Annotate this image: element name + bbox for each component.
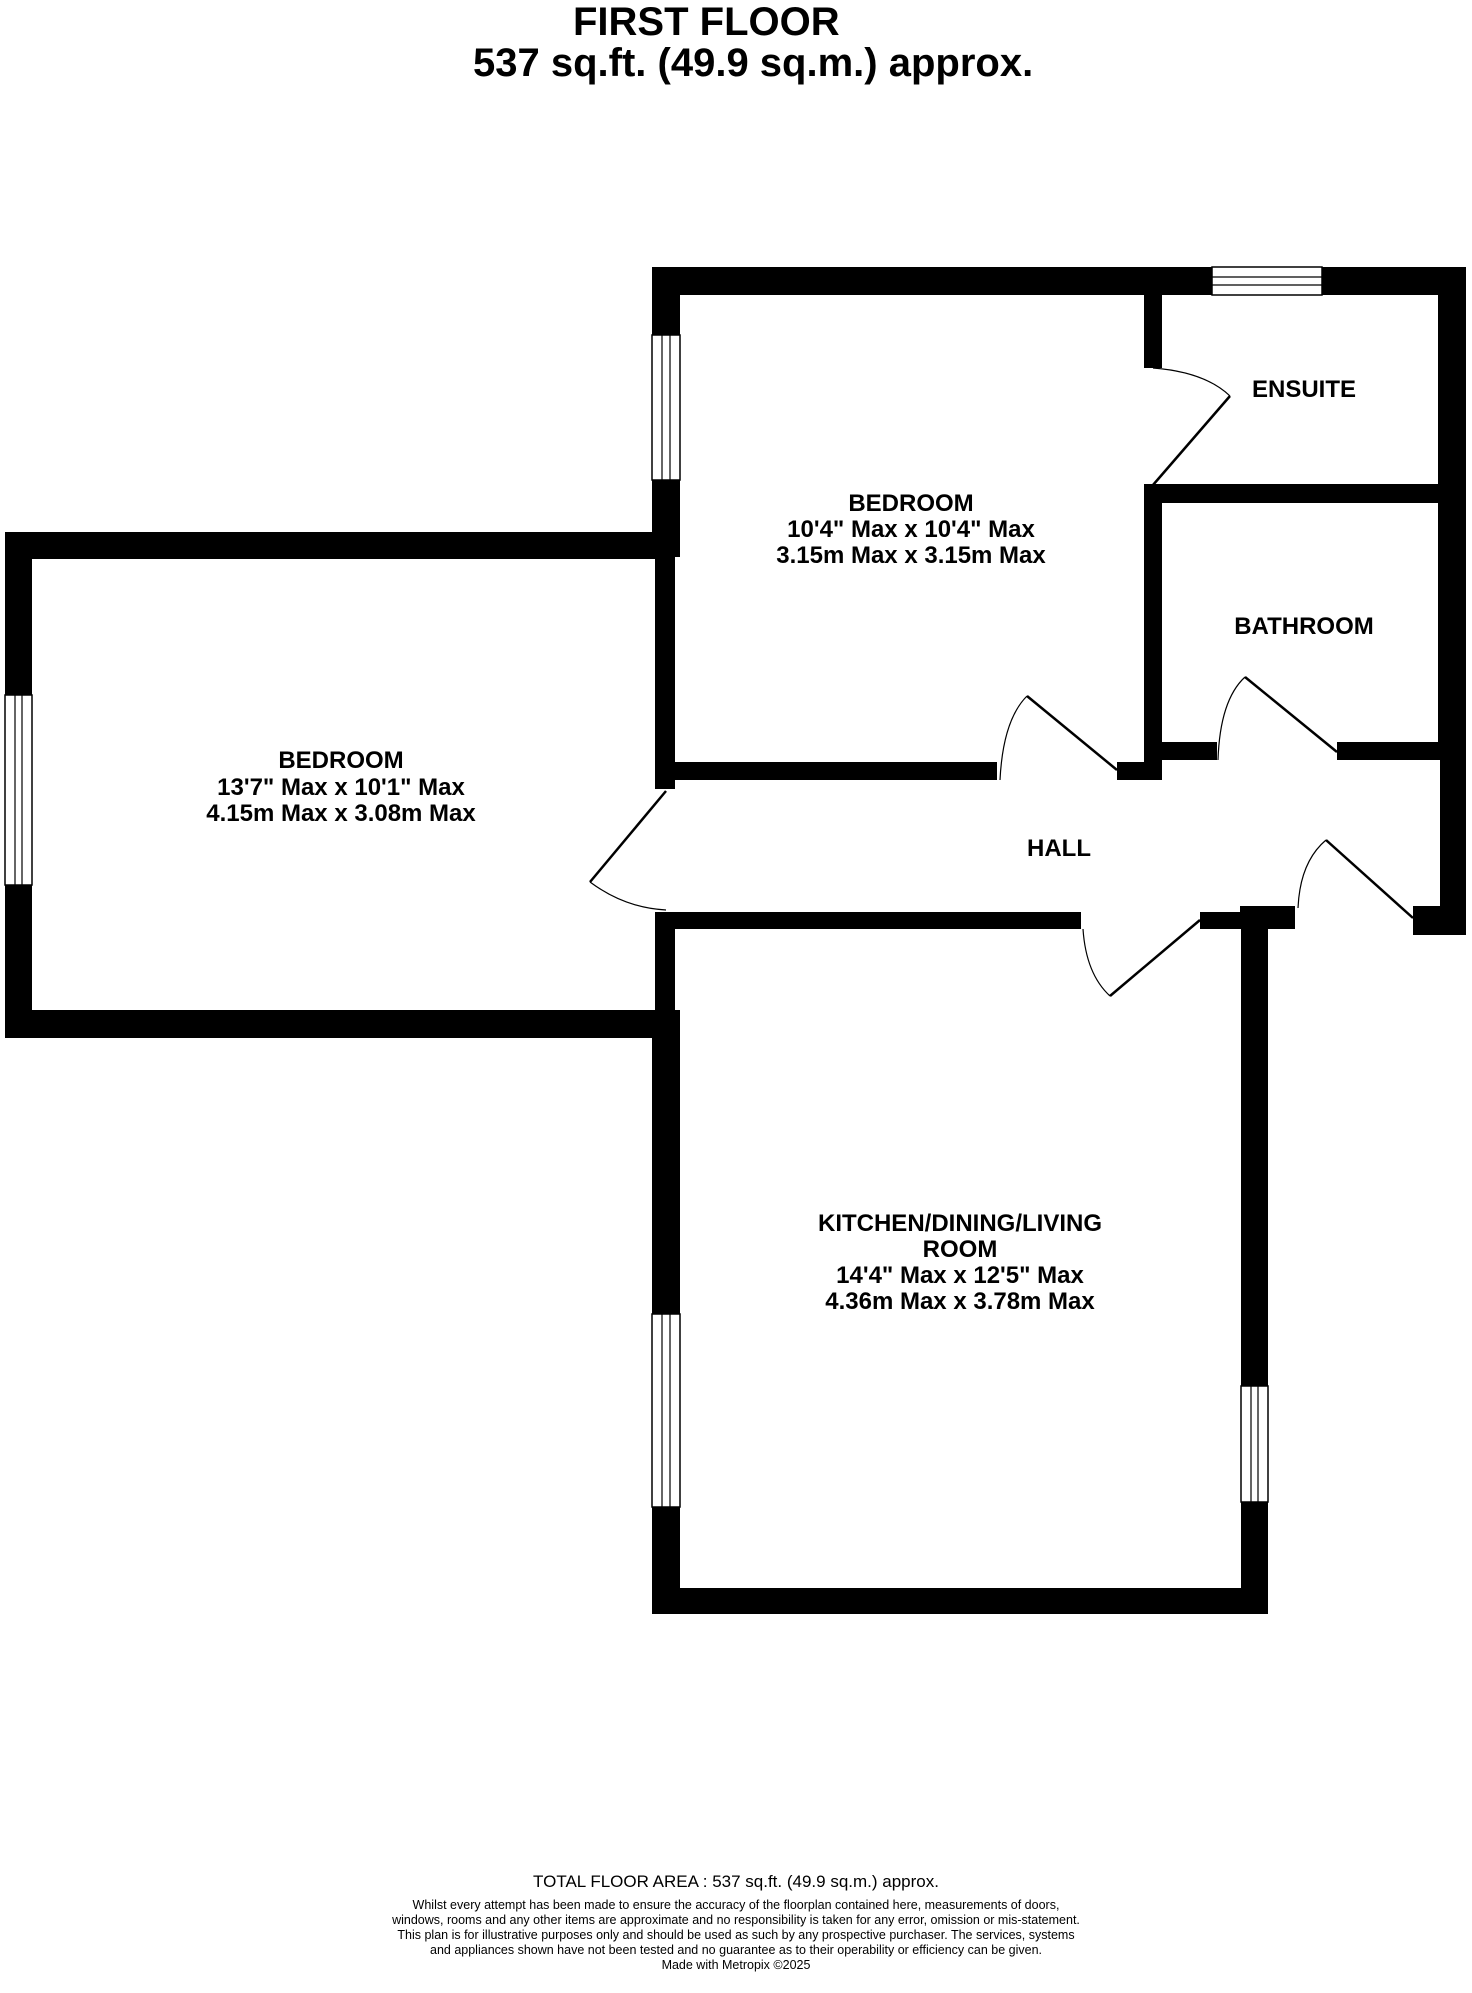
- wall-hall-corner: [1413, 906, 1466, 935]
- room-imperial: 14'4" Max x 12'5" Max: [836, 1262, 1084, 1289]
- label-bedroom-upper: BEDROOM 10'4" Max x 10'4" Max 3.15m Max …: [776, 490, 1046, 569]
- footer: TOTAL FLOOR AREA : 537 sq.ft. (49.9 sq.m…: [0, 1872, 1472, 1973]
- floor-title: FIRST FLOOR: [573, 0, 840, 44]
- wall-bedroom-bottom-right: [1117, 762, 1162, 780]
- footer-disclaimer: Whilst every attempt has been made to en…: [392, 1898, 1080, 1957]
- room-metric: 4.36m Max x 3.78m Max: [825, 1288, 1095, 1315]
- label-ensuite: ENSUITE: [1252, 376, 1356, 403]
- wall-bedroom-bottom: [675, 762, 997, 780]
- window-bedroom-left: [4, 694, 33, 886]
- label-kitchen: KITCHEN/DINING/LIVING ROOM 14'4" Max x 1…: [818, 1210, 1102, 1315]
- wall-left-bedroom-top: [652, 267, 680, 335]
- room-name: BEDROOM: [848, 490, 973, 517]
- room-name-line2: ROOM: [923, 1236, 998, 1263]
- wall-ensuite-left-top: [1144, 295, 1162, 368]
- wall-right-bedroom-left-lower: [655, 912, 675, 1010]
- wall-top-bedroom: [652, 267, 1209, 295]
- label-hall: HALL: [1027, 835, 1091, 862]
- floor-area: 537 sq.ft. (49.9 sq.m.) approx.: [473, 41, 1034, 85]
- wall-kitchen-left-top: [652, 1010, 680, 1314]
- window-bedroom-upper: [651, 334, 681, 481]
- footer-credit: Made with Metropix ©2025: [661, 1958, 811, 1972]
- wall-top-bedroom-left: [5, 532, 655, 559]
- window-ensuite-top: [1211, 266, 1323, 296]
- wall-bathroom-bottom-right: [1337, 742, 1448, 760]
- wall-kitchen-right-top: [1241, 906, 1268, 1386]
- room-imperial: 13'7" Max x 10'1" Max: [217, 774, 465, 801]
- room-metric: 4.15m Max x 3.08m Max: [206, 800, 476, 827]
- door-bathroom: [1217, 676, 1338, 761]
- wall-left-bedroom-mid: [652, 480, 680, 557]
- wall-left-bedroom-lower: [655, 557, 675, 789]
- wall-ensuite-left-lower: [1144, 485, 1162, 780]
- room-imperial: 10'4" Max x 10'4" Max: [787, 516, 1035, 543]
- wall-left-bedroom-left-top: [5, 532, 32, 695]
- footer-total-area: TOTAL FLOOR AREA : 537 sq.ft. (49.9 sq.m…: [533, 1872, 939, 1891]
- wall-right-hall: [1440, 760, 1466, 935]
- wall-top-ensuite-right: [1322, 267, 1448, 295]
- wall-bottom-bedroom-left: [5, 1010, 679, 1038]
- wall-hall-bottom-left: [655, 912, 1081, 929]
- wall-kitchen-bottom: [652, 1588, 1268, 1614]
- wall-top-ensuite-left: [1157, 267, 1212, 295]
- wall-bathroom-bottom-left: [1162, 742, 1217, 760]
- room-metric: 3.15m Max x 3.15m Max: [776, 542, 1046, 569]
- wall-hall-bottom-right: [1200, 912, 1242, 929]
- door-ensuite: [1152, 367, 1231, 486]
- door-hall-right: [1297, 839, 1414, 919]
- room-name: BEDROOM: [278, 747, 403, 774]
- room-name-line1: KITCHEN/DINING/LIVING: [818, 1210, 1102, 1237]
- window-kitchen-left: [651, 1313, 681, 1508]
- wall-right-ensuite: [1438, 267, 1466, 760]
- wall-ensuite-bathroom: [1144, 484, 1448, 503]
- door-bedroom-left: [589, 790, 667, 911]
- wall-kitchen-right-bottom: [1241, 1502, 1268, 1614]
- door-kitchen: [1082, 919, 1201, 997]
- window-kitchen-right: [1240, 1385, 1269, 1503]
- label-bathroom: BATHROOM: [1234, 613, 1374, 640]
- door-bedroom-upper: [999, 695, 1118, 781]
- label-bedroom-left: BEDROOM 13'7" Max x 10'1" Max 4.15m Max …: [206, 747, 476, 827]
